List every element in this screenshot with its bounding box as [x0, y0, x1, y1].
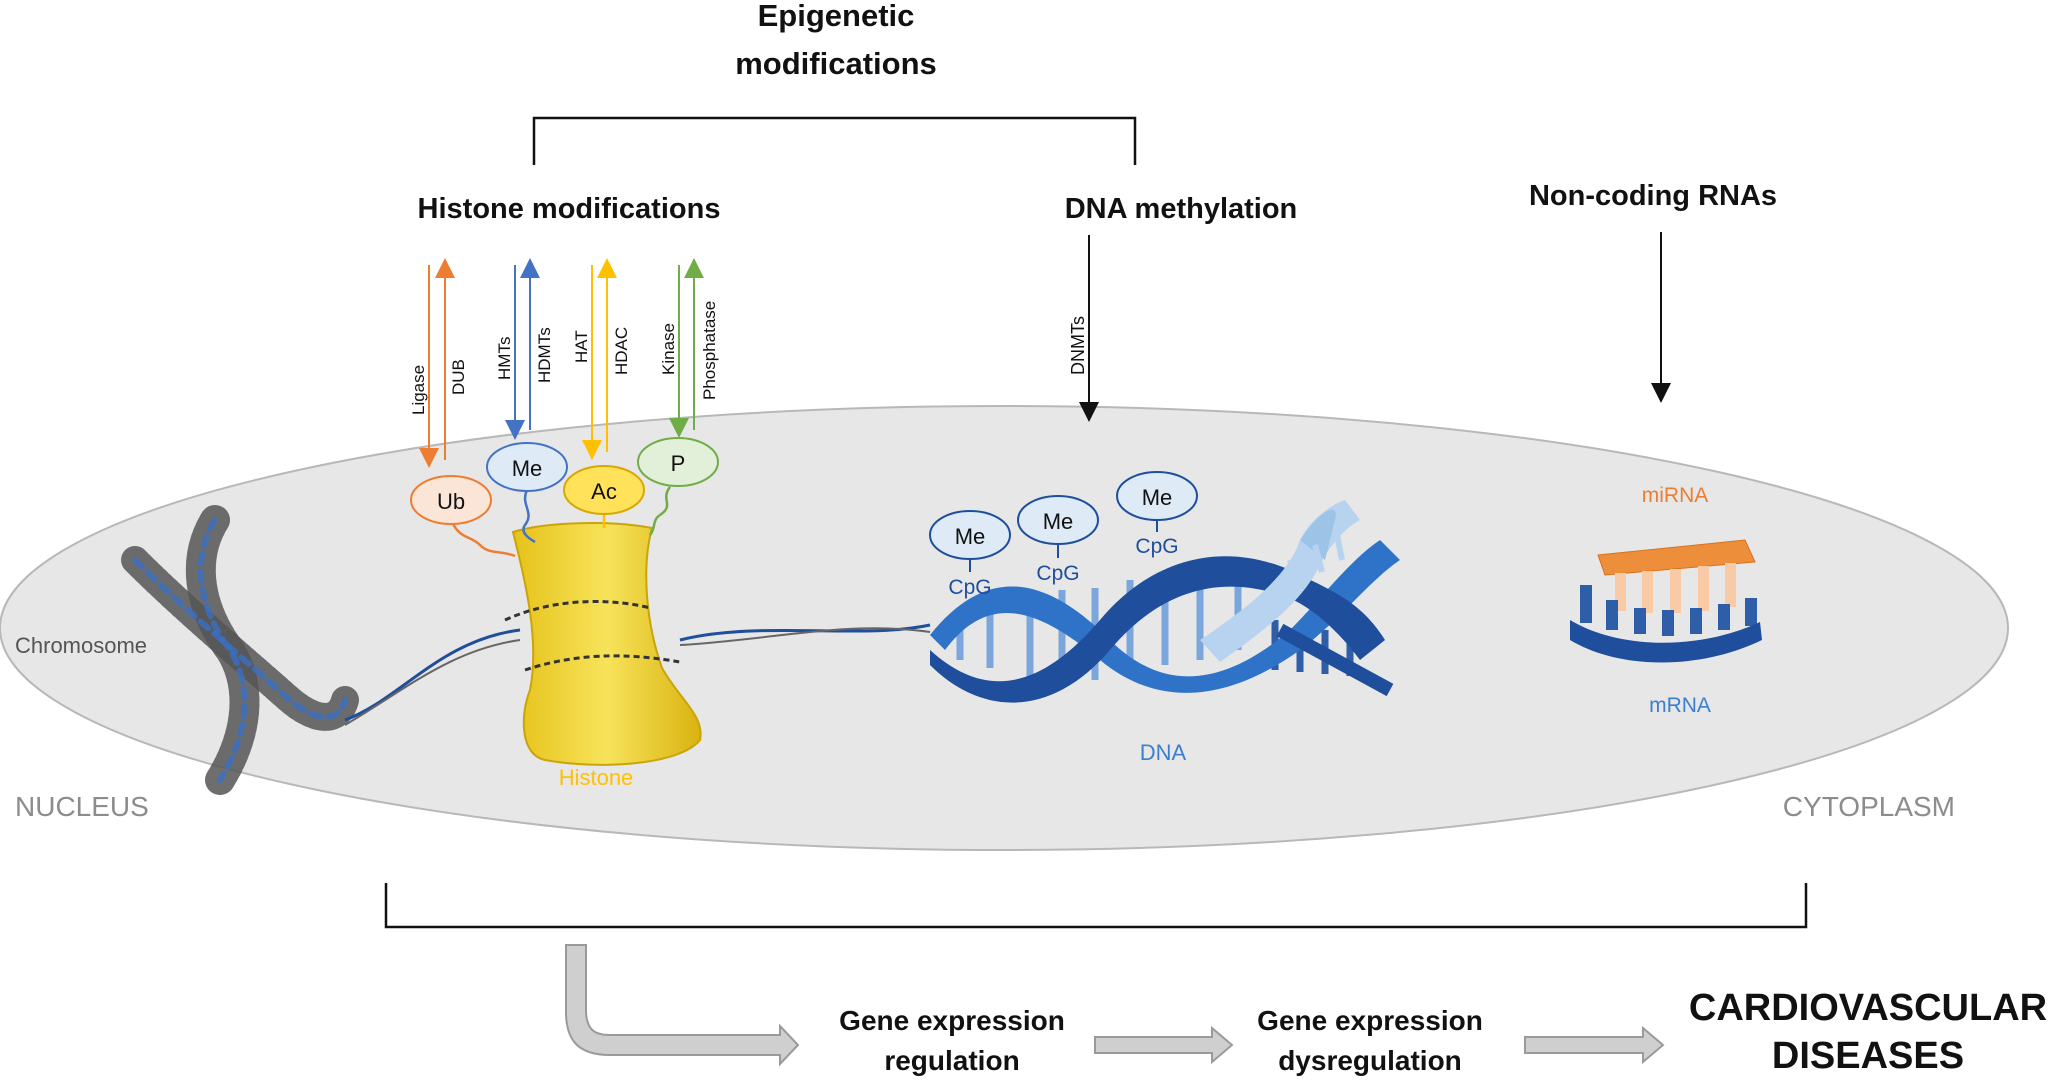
- label-dub: DUB: [449, 359, 468, 395]
- label-hat: HAT: [572, 330, 591, 363]
- chromosome-shape: [121, 505, 359, 795]
- me-mark-oval-histone: [486, 442, 568, 492]
- top-bracket: [532, 116, 1137, 165]
- me-mark-label-histone: Me: [512, 456, 543, 481]
- flow-step2-line1: Gene expression: [1257, 1005, 1483, 1036]
- flow-step1-line1: Gene expression: [839, 1005, 1065, 1036]
- flow-arrows: [565, 944, 1665, 1067]
- histone-dna-wrap-1: [504, 599, 651, 622]
- p-mark-label: P: [671, 451, 686, 476]
- outcome-line1: CARDIOVASCULAR: [1689, 987, 2047, 1029]
- ac-mark-label: Ac: [591, 479, 617, 504]
- label-ligase: Ligase: [409, 365, 428, 415]
- me-mark-label-cpg-2: Me: [1043, 509, 1074, 534]
- flow-step1-line2: regulation: [884, 1045, 1019, 1076]
- label-hmts: HMTs: [495, 337, 514, 380]
- label-dna: DNA: [1140, 740, 1187, 765]
- label-mrna: mRNA: [1649, 694, 1711, 717]
- non-coding-rnas-title: Non-coding RNAs: [1529, 180, 1777, 212]
- label-hdac: HDAC: [612, 327, 631, 375]
- bottom-bracket: [384, 883, 1808, 929]
- label-kinase: Kinase: [659, 323, 678, 375]
- title-line2: modifications: [735, 46, 937, 81]
- me-mark-label-cpg-3: Me: [1142, 485, 1173, 510]
- label-cytoplasm: CYTOPLASM: [1783, 791, 1955, 822]
- ac-mark-oval: [563, 465, 645, 515]
- ub-mark-label: Ub: [437, 489, 465, 514]
- outcome-line2: DISEASES: [1772, 1035, 1964, 1077]
- label-chromosome: Chromosome: [15, 633, 147, 658]
- cpg-label-2: CpG: [1036, 562, 1079, 585]
- mirna-mrna-duplex: [1570, 539, 1762, 663]
- cpg-label-1: CpG: [948, 576, 991, 599]
- histone-dna-wrap-2: [524, 654, 681, 672]
- histone-shape: [511, 522, 702, 766]
- flow-step2-line2: dysregulation: [1278, 1045, 1462, 1076]
- me-mark-label-cpg-1: Me: [955, 524, 986, 549]
- histone-modifications-title: Histone modifications: [418, 193, 721, 225]
- ub-mark-oval: [410, 475, 492, 525]
- label-dnmts: DNMTs: [1068, 316, 1088, 375]
- p-mark-oval: [637, 437, 719, 487]
- dna-helix: [930, 500, 1400, 703]
- label-phosphatase: Phosphatase: [700, 301, 719, 400]
- label-hdmts: HDMTs: [535, 327, 554, 383]
- title-line1: Epigenetic: [758, 0, 915, 33]
- label-histone: Histone: [559, 765, 634, 790]
- label-nucleus: NUCLEUS: [15, 791, 149, 822]
- dna-methylation-title: DNA methylation: [1065, 193, 1298, 225]
- nucleus-ellipse: [0, 405, 2009, 851]
- linker-dna: [344, 623, 931, 726]
- label-mirna: miRNA: [1642, 484, 1709, 507]
- cpg-label-3: CpG: [1135, 535, 1178, 558]
- enzyme-arrows: [419, 232, 1671, 468]
